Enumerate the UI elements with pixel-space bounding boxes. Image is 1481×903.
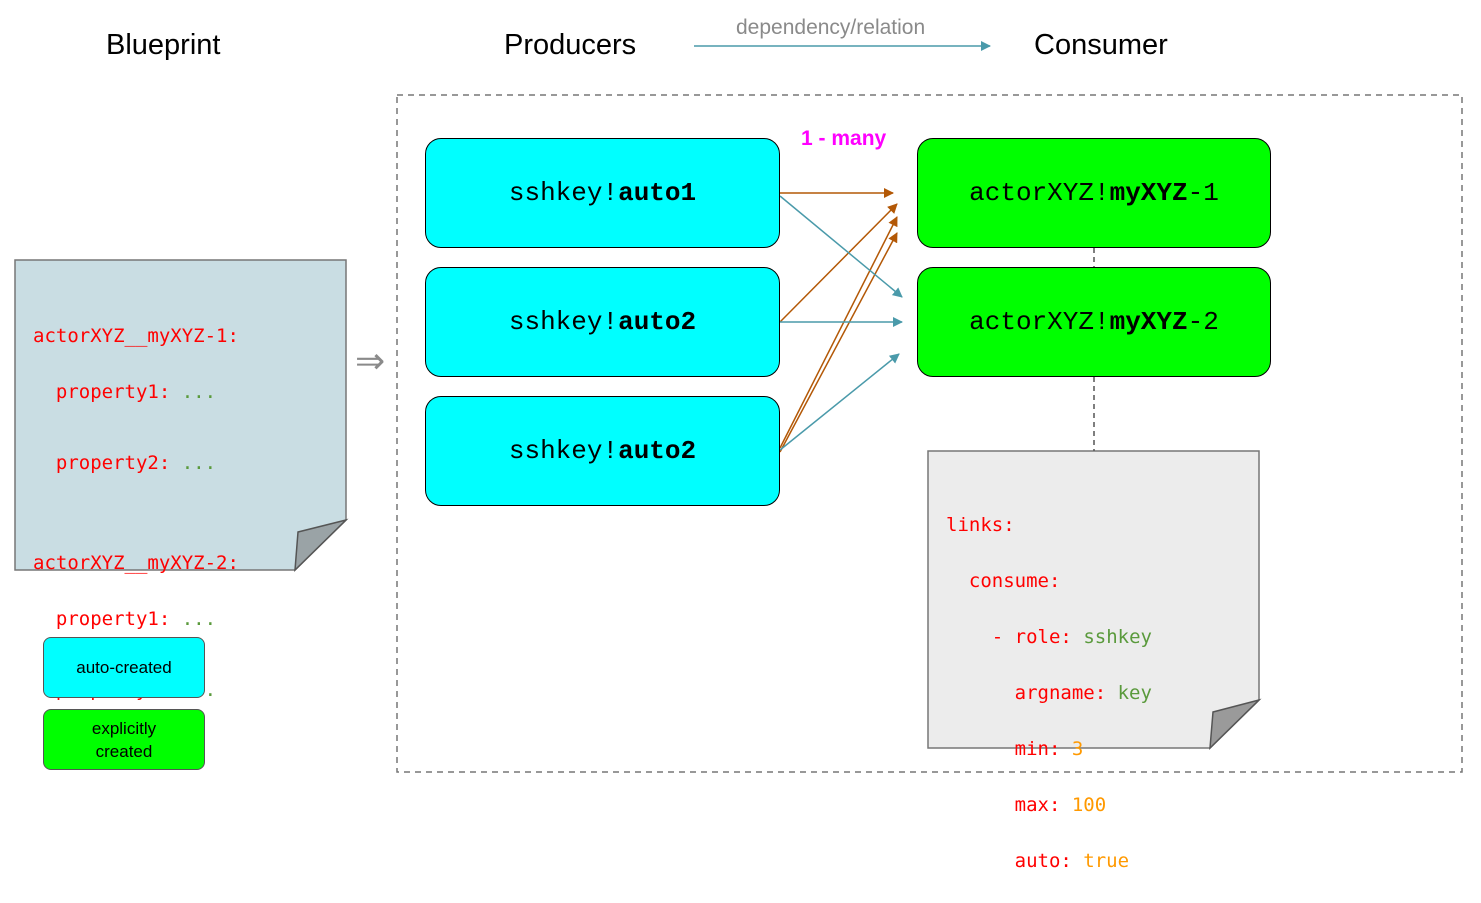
argname-key: argname: — [1014, 682, 1107, 704]
links-key: links: — [946, 514, 1015, 536]
arrow-auto2a-to-xyz1 — [779, 203, 898, 323]
max-key: max: — [1014, 794, 1061, 816]
max-value: 100 — [1071, 794, 1107, 816]
property-value: ... — [170, 452, 217, 474]
producer-name: auto2 — [618, 436, 697, 466]
property-key: property1: — [55, 608, 171, 630]
consume-key: consume: — [968, 570, 1061, 592]
arrow-auto2b-to-xyz1-upper — [779, 216, 898, 449]
instance-container — [396, 94, 1463, 773]
consumer-name: myXYZ — [1109, 307, 1188, 337]
links-code: links: consume: - role: sshkey argname: … — [946, 483, 1152, 903]
entry-name: actorXYZ__myXYZ-1: — [33, 325, 239, 347]
arrow-auto1-to-xyz2 — [779, 195, 903, 298]
arrow-auto2b-to-xyz2 — [779, 353, 900, 451]
producer-prefix: sshkey! — [508, 178, 619, 208]
role-value: sshkey — [1083, 626, 1152, 648]
consumer-prefix: actorXYZ! — [969, 178, 1110, 208]
role-key: role: — [1014, 626, 1072, 648]
multiplicity-label: 1 - many — [801, 127, 887, 150]
legend-explicitly-created: explicitly created — [43, 709, 205, 770]
blueprint-header: Blueprint — [106, 29, 221, 61]
property-value: ... — [170, 381, 217, 403]
arrow-auto2b-to-xyz1-lower — [779, 232, 898, 453]
producer-name: auto1 — [618, 178, 697, 208]
consumer-suffix: -1 — [1187, 178, 1219, 208]
consumer-name: myXYZ — [1109, 178, 1188, 208]
consumer-suffix: -2 — [1187, 307, 1219, 337]
producer-node-auto2-b[interactable]: sshkey!auto2 — [425, 396, 780, 506]
blueprint-document-fold — [294, 518, 349, 572]
legend-auto-label: auto-created — [76, 658, 172, 677]
producer-prefix: sshkey! — [508, 436, 619, 466]
producer-prefix: sshkey! — [508, 307, 619, 337]
implies-arrow: ⇒ — [355, 340, 386, 381]
producers-header: Producers — [504, 29, 637, 61]
legend-auto-created: auto-created — [43, 637, 205, 698]
min-key: min: — [1014, 738, 1061, 760]
property-value: ... — [170, 608, 217, 630]
consumer-header: Consumer — [1034, 29, 1168, 61]
legend-explicit-label-line2: created — [95, 741, 153, 761]
property-key: property1: — [55, 381, 171, 403]
consumer-node-myxyz-2[interactable]: actorXYZ!myXYZ-2 — [917, 267, 1271, 377]
min-value: 3 — [1071, 738, 1084, 760]
links-document-fold — [1209, 698, 1262, 750]
auto-key: auto: — [1014, 850, 1072, 872]
consumer-prefix: actorXYZ! — [969, 307, 1110, 337]
entry-name: actorXYZ__myXYZ-2: — [33, 552, 239, 574]
diagram-canvas — [14, 41, 1463, 773]
consumer-node-myxyz-1[interactable]: actorXYZ!myXYZ-1 — [917, 138, 1271, 248]
list-dash: - — [991, 626, 1015, 648]
argname-value: key — [1117, 682, 1152, 704]
producer-node-auto1[interactable]: sshkey!auto1 — [425, 138, 780, 248]
dependency-legend-label: dependency/relation — [736, 16, 926, 39]
producer-name: auto2 — [618, 307, 697, 337]
producer-node-auto2-a[interactable]: sshkey!auto2 — [425, 267, 780, 377]
property-key: property2: — [55, 452, 171, 474]
legend-explicit-label-line1: explicitly — [91, 718, 157, 738]
auto-value: true — [1083, 850, 1130, 872]
